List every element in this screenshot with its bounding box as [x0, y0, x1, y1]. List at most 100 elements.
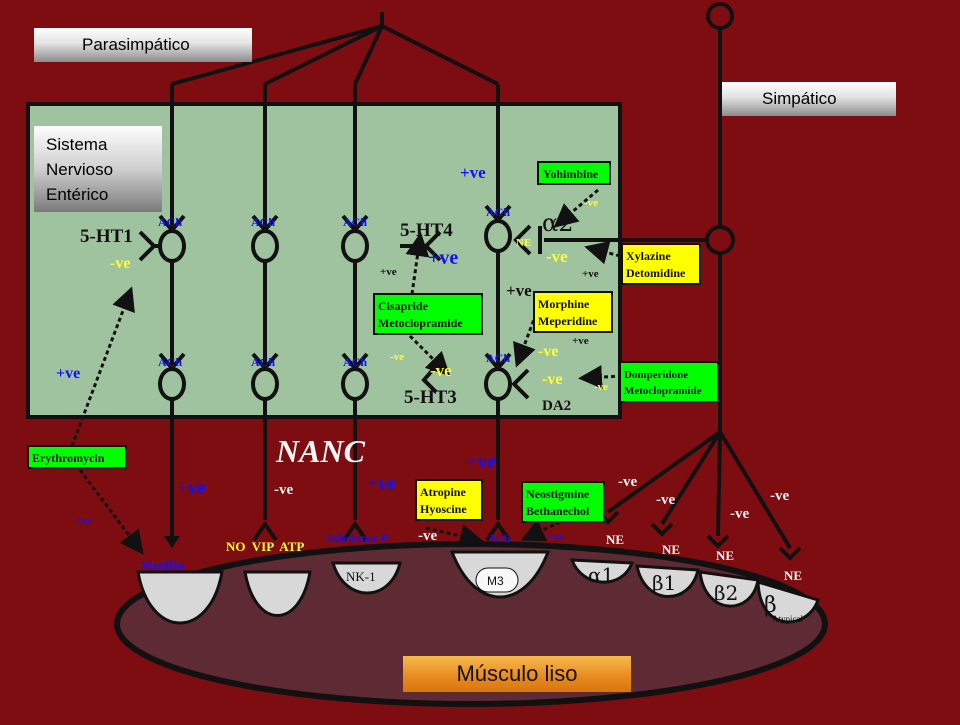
sign-negative: -ve [618, 474, 637, 490]
sign-negative: -ve [274, 482, 293, 498]
ne-label: NE [716, 548, 734, 563]
nk1-label: NK-1 [346, 569, 376, 584]
ne-label: NE [784, 568, 802, 583]
sign-negative: -ve [730, 506, 749, 522]
enteric-line: Sistema [46, 135, 108, 154]
ach-label: ACh [158, 355, 182, 369]
neuron-body [484, 367, 512, 401]
sign-negative: -ve [538, 343, 558, 360]
sympathetic-fibre [538, 2, 802, 561]
sign-negative: -ve [656, 492, 675, 508]
receptor-5ht4-label: 5-HT4 [400, 220, 453, 241]
ach-label: ACh [343, 215, 367, 229]
beta1-label: β1 [652, 571, 676, 595]
sign-positive-small: +ve [76, 515, 93, 527]
sign-negative-small: -ve [390, 351, 404, 363]
neuron-body [158, 229, 186, 263]
nanc-label: NANC [275, 433, 366, 469]
effect-signs-panel: +ve -ve +ve -ve +ve -ve -ve -ve +ve +ve … [56, 163, 608, 393]
svg-text:Atropine: Atropine [420, 485, 466, 499]
sign-positive-small: +ve [572, 335, 589, 347]
beta-atypical-subscript: Atypical [772, 614, 803, 624]
drug-box-atropine: Atropine Hyoscine [415, 479, 483, 521]
svg-text:Meperidine: Meperidine [538, 314, 598, 328]
svg-text:Yohimbine: Yohimbine [543, 167, 599, 181]
svg-text:Bethanechol: Bethanechol [526, 504, 590, 518]
drug-box-domperidone: Domperidone Metoclopramide [619, 361, 719, 403]
svg-text:Cisapride: Cisapride [378, 299, 429, 313]
sign-positive: +ve [366, 473, 396, 495]
sign-positive: +ve [56, 365, 80, 382]
sign-positive-small: +ve [548, 531, 565, 543]
svg-text:Domperidone: Domperidone [624, 369, 688, 381]
motilin-label: Motilin [140, 559, 185, 574]
beta1-receptor-pocket [635, 564, 700, 598]
svg-text:Metoclopramide: Metoclopramide [378, 316, 463, 330]
ganglion-cells [158, 219, 512, 401]
enteric-system-label: Sistema Nervioso Entérico [34, 126, 162, 212]
parasympathetic-label: Parasimpático [34, 28, 252, 62]
alpha1-receptor-pocket [569, 558, 635, 584]
ach-label: ACh [486, 205, 510, 219]
drug-box-erythromycin: Erythromycin [27, 445, 127, 469]
ach-label: ACh [486, 351, 510, 365]
neuron-body [251, 367, 279, 401]
m3-label: M3 [487, 574, 504, 588]
sign-positive: +ve [460, 163, 486, 182]
sign-negative: -ve [430, 361, 452, 380]
svg-text:Neostigmine: Neostigmine [526, 487, 590, 501]
drug-boxes: Yohimbine Xylazine Detomidine Cisapride … [27, 161, 719, 523]
beta2-label: β2 [714, 581, 738, 605]
sign-negative-small: -ve [584, 197, 598, 209]
sign-positive-small: +ve [380, 266, 397, 278]
neuron-body [251, 229, 279, 263]
enteric-line: Entérico [46, 185, 109, 204]
receptor-alpha2-label: α2 [542, 209, 573, 237]
motilin-fibre-arrowhead [164, 536, 180, 548]
nanc-receptor-pocket [243, 570, 312, 617]
sign-negative: -ve [110, 255, 130, 272]
sympathetic-label: Simpático [722, 82, 896, 116]
svg-text:Xylazine: Xylazine [626, 249, 671, 263]
neuron-body [341, 229, 369, 263]
ach-label: ACh [251, 215, 275, 229]
neuron-body [484, 219, 512, 253]
beta-atypical-label: β [764, 593, 777, 618]
svg-text:Morphine: Morphine [538, 297, 590, 311]
receptor-5ht3-label: 5-HT3 [404, 387, 457, 408]
beta-atypical-receptor-pocket [756, 579, 820, 624]
motilin-receptor-pocket [136, 570, 224, 625]
ne-label: NE [516, 237, 531, 249]
alpha1-label: α1 [588, 563, 614, 587]
sign-negative: -ve [542, 371, 562, 388]
ne-label: NE [662, 542, 680, 557]
svg-text:Erythromycin: Erythromycin [32, 451, 105, 465]
neuron-body [341, 367, 369, 401]
ne-label: NE [606, 532, 624, 547]
drug-box-yohimbine: Yohimbine [537, 161, 611, 185]
svg-text:Detomidine: Detomidine [626, 266, 686, 280]
drug-box-morphine: Morphine Meperidine [533, 291, 613, 333]
sign-negative: -ve [546, 247, 568, 266]
nk1-receptor-pocket [330, 561, 402, 595]
drug-box-xylazine: Xylazine Detomidine [621, 243, 701, 285]
synapse-forks [138, 204, 532, 542]
sign-positive: +ve [176, 477, 206, 499]
receptor-labels: 5-HT1 5-HT4 5-HT3 α2 DA2 [80, 209, 573, 414]
muscle-receptor-labels: NK-1 M3 α1 β1 β2 β Atypical [346, 563, 803, 624]
sign-positive: +ve [428, 247, 458, 269]
sign-positive: +ve [506, 281, 532, 300]
effect-signs-lower: +ve -ve +ve +ve -ve +ve +ve -ve -ve -ve … [76, 451, 789, 544]
drug-box-cisapride: Cisapride Metoclopramide [373, 293, 483, 335]
ach-label: ACh [158, 215, 182, 229]
receptor-da2-label: DA2 [542, 398, 571, 414]
substance-p-label: Substance P [326, 531, 388, 545]
sign-negative-small: -ve [594, 381, 608, 393]
nanc-transmitters-label: NO VIP ATP [226, 539, 304, 554]
sign-positive-small: +ve [582, 268, 599, 280]
ach-label: ACh [251, 355, 275, 369]
svg-text:Hyoscine: Hyoscine [420, 502, 467, 516]
enteric-line: Nervioso [46, 160, 114, 179]
